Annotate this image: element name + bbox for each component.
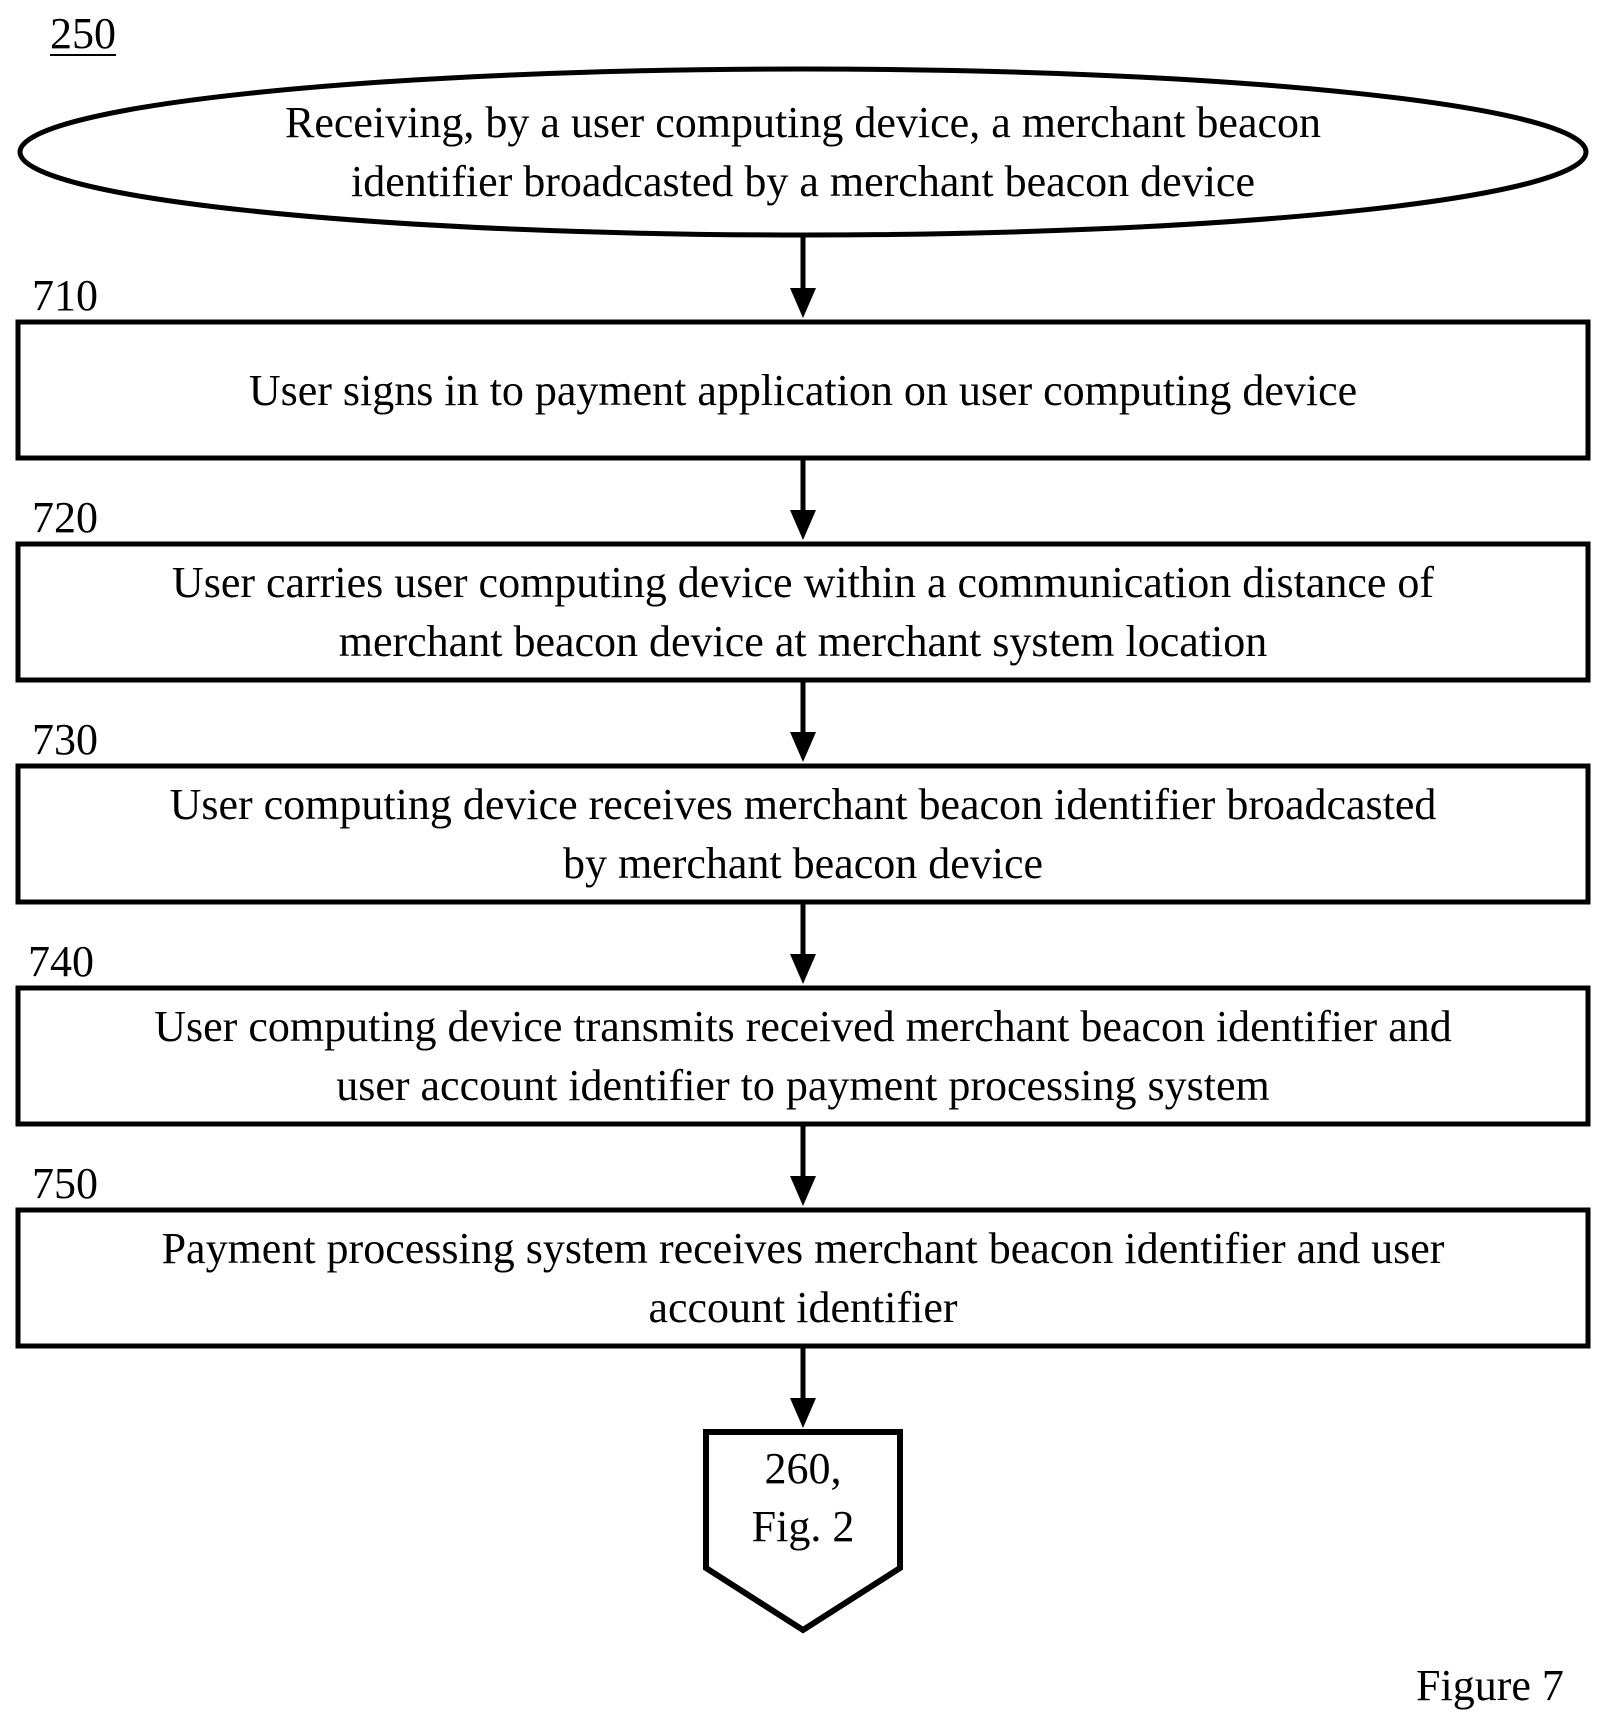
step-750-line2: account identifier: [162, 1278, 1445, 1337]
start-text-line1: Receiving, by a user computing device, a…: [285, 93, 1321, 152]
step-ref-730: 730: [32, 718, 98, 762]
connector-line2: Fig. 2: [706, 1498, 900, 1556]
connector-line1: 260,: [706, 1440, 900, 1498]
step-720-line1: User carries user computing device withi…: [172, 553, 1434, 612]
start-terminator-text: Receiving, by a user computing device, a…: [60, 92, 1546, 212]
step-720-line2: merchant beacon device at merchant syste…: [172, 612, 1434, 671]
step-text-740: User computing device transmits received…: [24, 992, 1582, 1120]
arrowhead-connector: [790, 1398, 816, 1428]
step-710-line1: User signs in to payment application on …: [249, 361, 1357, 420]
step-740-line2: user account identifier to payment proce…: [154, 1056, 1451, 1115]
figure-label: Figure 7: [1416, 1664, 1564, 1708]
step-730-line2: by merchant beacon device: [170, 834, 1437, 893]
arrowhead-730: [790, 732, 816, 762]
step-text-730: User computing device receives merchant …: [24, 770, 1582, 898]
arrowhead-740: [790, 954, 816, 984]
step-ref-720: 720: [32, 496, 98, 540]
arrowhead-710: [790, 288, 816, 318]
step-740-line1: User computing device transmits received…: [154, 997, 1451, 1056]
off-page-connector-text: 260, Fig. 2: [706, 1440, 900, 1556]
start-text-line2: identifier broadcasted by a merchant bea…: [285, 152, 1321, 211]
step-ref-740: 740: [28, 940, 94, 984]
step-ref-750: 750: [32, 1162, 98, 1206]
step-text-750: Payment processing system receives merch…: [24, 1214, 1582, 1342]
arrowhead-720: [790, 510, 816, 540]
start-ref-label: 250: [50, 12, 116, 56]
arrowhead-750: [790, 1176, 816, 1206]
step-text-710: User signs in to payment application on …: [24, 326, 1582, 454]
step-730-line1: User computing device receives merchant …: [170, 775, 1437, 834]
step-ref-710: 710: [32, 274, 98, 318]
step-750-line1: Payment processing system receives merch…: [162, 1219, 1445, 1278]
step-text-720: User carries user computing device withi…: [24, 548, 1582, 676]
